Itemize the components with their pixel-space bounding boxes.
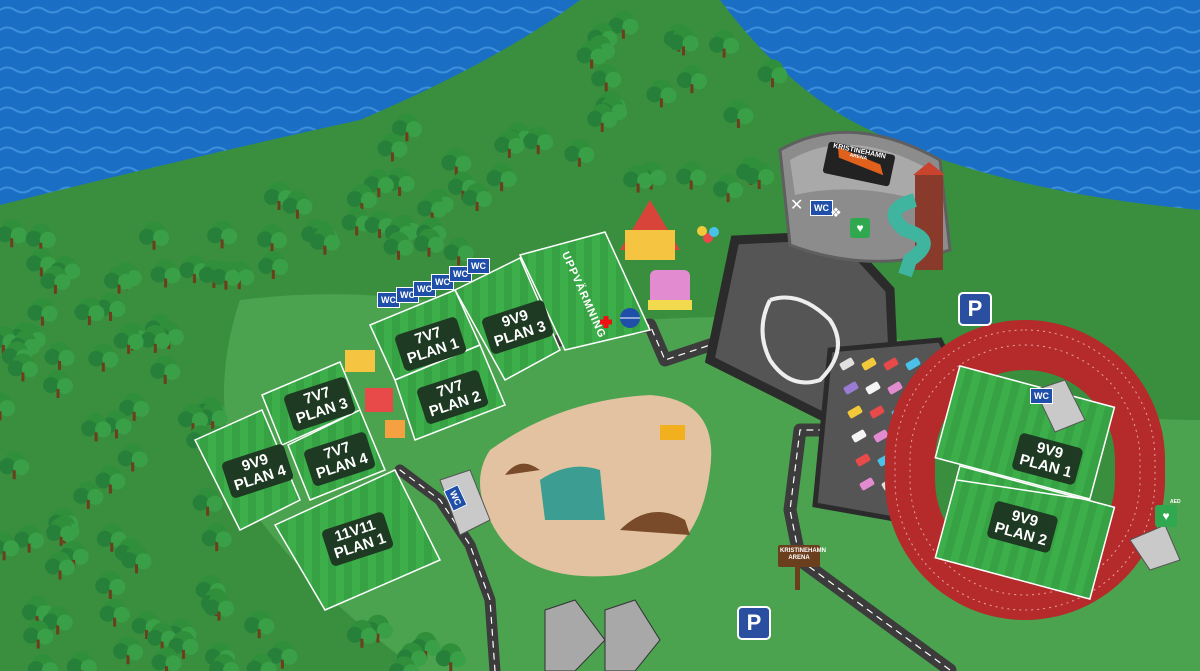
parking-icon: P (958, 292, 992, 326)
parking-icon: P (737, 606, 771, 640)
signpost-text: KRISTINEHAMN ARENA (780, 548, 826, 561)
aed-label: AED (1170, 499, 1181, 505)
parked-car (847, 405, 863, 419)
parked-car (843, 381, 859, 395)
construction-area (480, 395, 712, 577)
wc-icon: WC (431, 274, 454, 290)
parked-car (887, 381, 903, 395)
parked-car (859, 477, 875, 491)
food-trucks (345, 350, 405, 438)
wc-icon: WC (1030, 388, 1053, 404)
parked-car (873, 429, 889, 443)
parked-car (883, 357, 899, 371)
parked-car (869, 405, 885, 419)
wc-icon: WC (810, 200, 833, 216)
water-slide (887, 162, 945, 278)
signpost (778, 545, 820, 590)
parking-loop (760, 295, 840, 385)
parked-car (851, 429, 867, 443)
aed-icon: ♥ (850, 218, 870, 238)
parked-car (905, 357, 921, 371)
food-icon: ✕ (790, 197, 804, 214)
parked-car (861, 357, 877, 371)
parked-car (865, 381, 881, 395)
field-warmup (518, 231, 652, 351)
wc-icon: WC (449, 266, 472, 282)
aed-icon: ♥ (1155, 505, 1177, 527)
wc-icon: WC (467, 258, 490, 274)
shower-icon: ❖ (830, 205, 842, 220)
parked-car (839, 357, 855, 371)
parked-car (855, 453, 871, 467)
fairground (600, 200, 719, 328)
